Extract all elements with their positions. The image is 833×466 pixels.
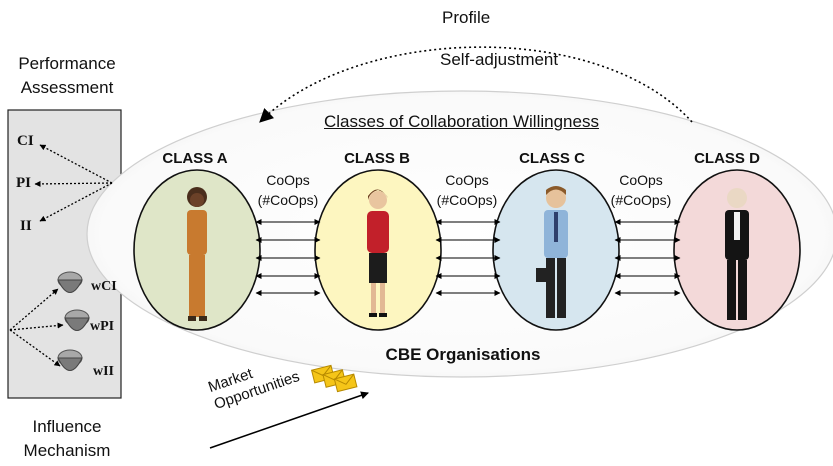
coops-bc-line2: (#CoOps) [436, 192, 498, 208]
performance-title-line2: Assessment [20, 78, 114, 97]
pin-icon-wci [57, 271, 83, 293]
coops-bc-line1: CoOps [445, 172, 489, 188]
influence-mechanism-title: Influence Mechanism [6, 415, 128, 463]
metric-ii: II [20, 218, 32, 234]
person-a-icon [187, 187, 207, 321]
assessment-arrows [34, 144, 113, 222]
weight-wpi: wPI [90, 319, 115, 334]
coops-label-bc: CoOps (#CoOps) [437, 170, 498, 210]
self-adjustment-label: Self-adjustment [440, 50, 559, 69]
coops-cd-line1: CoOps [619, 172, 663, 188]
class-a-label: CLASS A [162, 150, 228, 167]
pin-icon-wii [57, 349, 83, 371]
class-d-label: CLASS D [694, 150, 760, 167]
metric-pi: PI [16, 175, 31, 191]
influence-title-line1: Influence [32, 417, 102, 436]
market-arrow [209, 391, 369, 449]
coops-ab-line2: (#CoOps) [257, 192, 319, 208]
link-arrows-bc [435, 219, 501, 296]
link-arrows-ab [255, 219, 321, 296]
person-c-icon [536, 186, 568, 318]
influence-arrows [9, 288, 64, 367]
performance-title-line1: Performance [18, 54, 116, 73]
weight-wii: wII [93, 364, 115, 379]
envelope-icon [310, 364, 358, 393]
coops-cd-line2: (#CoOps) [610, 192, 672, 208]
person-d-icon [725, 188, 749, 320]
class-c-label: CLASS C [519, 150, 585, 167]
metric-ci: CI [17, 133, 34, 149]
ellipse-title: Classes of Collaboration Willingness [324, 112, 599, 131]
coops-ab-line1: CoOps [266, 172, 310, 188]
pin-icon-wpi [64, 309, 90, 331]
profile-label: Profile [442, 8, 491, 27]
coops-label-cd: CoOps (#CoOps) [611, 170, 672, 210]
self-adjustment-arrow [259, 46, 693, 123]
weight-wci: wCI [91, 279, 117, 294]
link-arrows-cd [614, 219, 681, 296]
influence-title-line2: Mechanism [23, 441, 111, 460]
performance-assessment-title: Performance Assessment [6, 52, 128, 100]
cbe-organisations-label: CBE Organisations [385, 345, 541, 364]
cbe-ellipse [86, 90, 833, 378]
class-b-label: CLASS B [344, 150, 410, 167]
person-b-icon [367, 189, 389, 317]
coops-label-ab: CoOps (#CoOps) [258, 170, 319, 210]
